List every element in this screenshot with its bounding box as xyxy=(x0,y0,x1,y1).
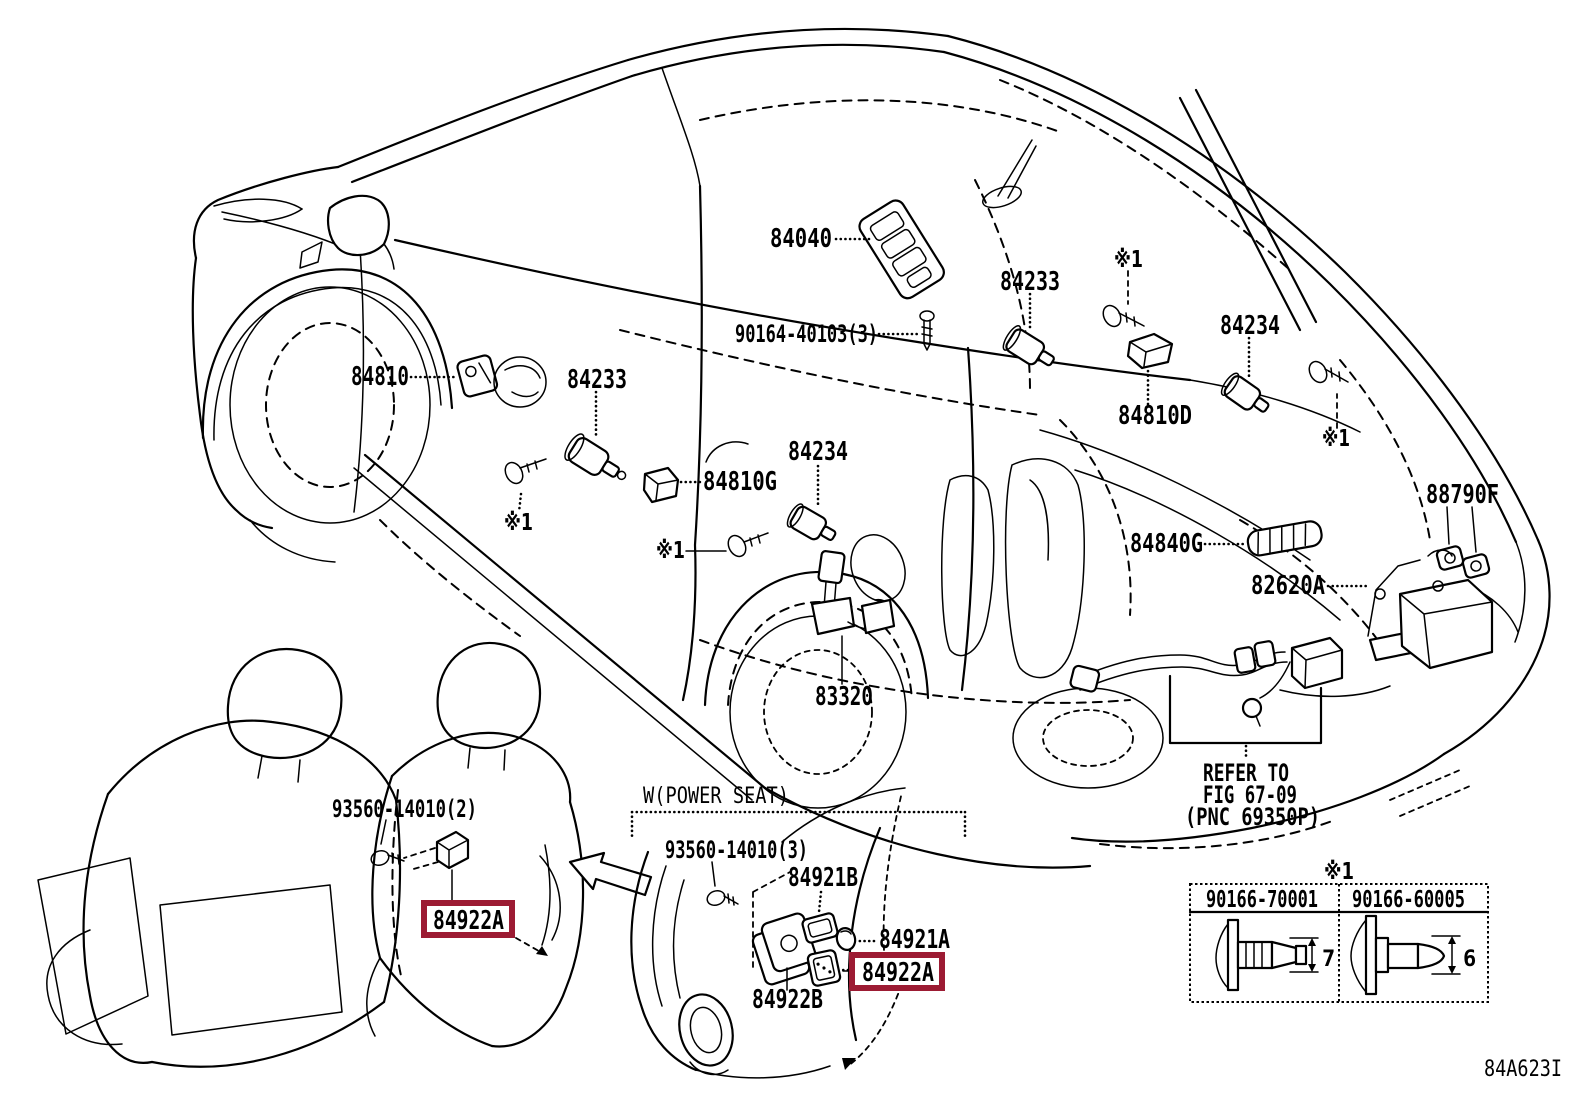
leader-lines xyxy=(380,237,1477,991)
refer-note-line2: FIG 67-09 xyxy=(1203,781,1297,809)
part-label-84234-right: 84234 xyxy=(1220,311,1280,341)
part-label-82620a: 82620A xyxy=(1251,571,1325,601)
table-header-90166-70001: 90166-70001 xyxy=(1206,887,1318,913)
part-label-84810g: 84810G xyxy=(703,467,777,497)
part-label-84921b: 84921B xyxy=(788,863,858,893)
power-seat-detail-art xyxy=(630,787,967,1079)
part-label-84233-right: 84233 xyxy=(1000,267,1060,297)
clip-90166-60005-icon xyxy=(1350,914,1461,996)
part-label-93560-14010-2: 93560-14010(2) xyxy=(332,795,477,823)
rear-harness-art xyxy=(1069,636,1344,745)
seats-art xyxy=(37,641,585,1068)
part-label-88790f: 88790F xyxy=(1426,480,1499,510)
courtesy-switch-left-part xyxy=(504,433,627,485)
part-label-84040: 84040 xyxy=(770,224,832,254)
part-label-93560-14010-3: 93560-14010(3) xyxy=(665,836,808,864)
refer-note-line1: REFER TO xyxy=(1203,759,1289,787)
part-label-84840g: 84840G xyxy=(1130,529,1203,559)
clip-size-table: ※1 90166-70001 90166-60005 7 6 xyxy=(1188,859,1490,1003)
clip-90166-70001-icon xyxy=(1215,918,1319,992)
note-mark-4: ※1 xyxy=(1322,426,1350,452)
part-label-84810: 84810 xyxy=(351,362,409,392)
part-label-84233-left: 84233 xyxy=(567,365,627,395)
door-switch-center-part xyxy=(727,503,837,558)
power-window-master-switch-part xyxy=(858,199,945,300)
note-mark-3: ※1 xyxy=(1114,247,1143,273)
screw-note-topright-part xyxy=(1102,304,1145,328)
back-door-garnish-switch-part xyxy=(1246,520,1323,557)
detail-arrow xyxy=(568,851,653,897)
latch-82620a-part xyxy=(1367,549,1494,670)
highlighted-part-84922a-right[interactable]: 84922A xyxy=(849,952,945,991)
seat-position-sensor-part xyxy=(370,830,548,956)
door-switch-right-part xyxy=(1220,372,1270,413)
clip-84810g-part xyxy=(642,441,749,504)
sensor-88790f-part xyxy=(1435,545,1491,579)
note-mark-2: ※1 xyxy=(656,538,685,564)
part-label-84921a: 84921A xyxy=(879,925,950,955)
part-label-84234-center: 84234 xyxy=(788,437,848,467)
table-header-90166-60005: 90166-60005 xyxy=(1352,887,1465,913)
clip-84810d-part xyxy=(1126,332,1174,370)
clip1-dimension: 7 xyxy=(1322,947,1335,972)
car-body-art xyxy=(191,27,1551,869)
note-mark-1: ※1 xyxy=(504,510,533,536)
part-label-84922b: 84922B xyxy=(752,985,823,1015)
seat-belt-buckle-switch-part xyxy=(810,550,896,636)
part-label-84922a-right[interactable]: 84922A xyxy=(862,958,934,988)
clip2-dimension: 6 xyxy=(1463,947,1476,972)
figure-code: 84A623I xyxy=(1484,1057,1562,1082)
part-label-84922a-left[interactable]: 84922A xyxy=(433,906,504,936)
highlighted-part-84922a-left[interactable]: 84922A xyxy=(421,900,515,938)
courtesy-switch-right-part xyxy=(1002,325,1055,367)
screw-90164-part xyxy=(919,310,935,351)
door-lock-part xyxy=(456,354,547,408)
part-label-84810d: 84810D xyxy=(1118,401,1192,431)
power-seat-heading: W(POWER SEAT) xyxy=(643,784,789,809)
table-note-mark: ※1 xyxy=(1324,859,1354,885)
screw-note-right-part xyxy=(1308,360,1349,384)
refer-note-line3: (PNC 69350P) xyxy=(1185,803,1320,831)
part-label-83320: 83320 xyxy=(815,682,873,712)
part-label-90164-40103: 90164-40103(3) xyxy=(735,320,878,348)
